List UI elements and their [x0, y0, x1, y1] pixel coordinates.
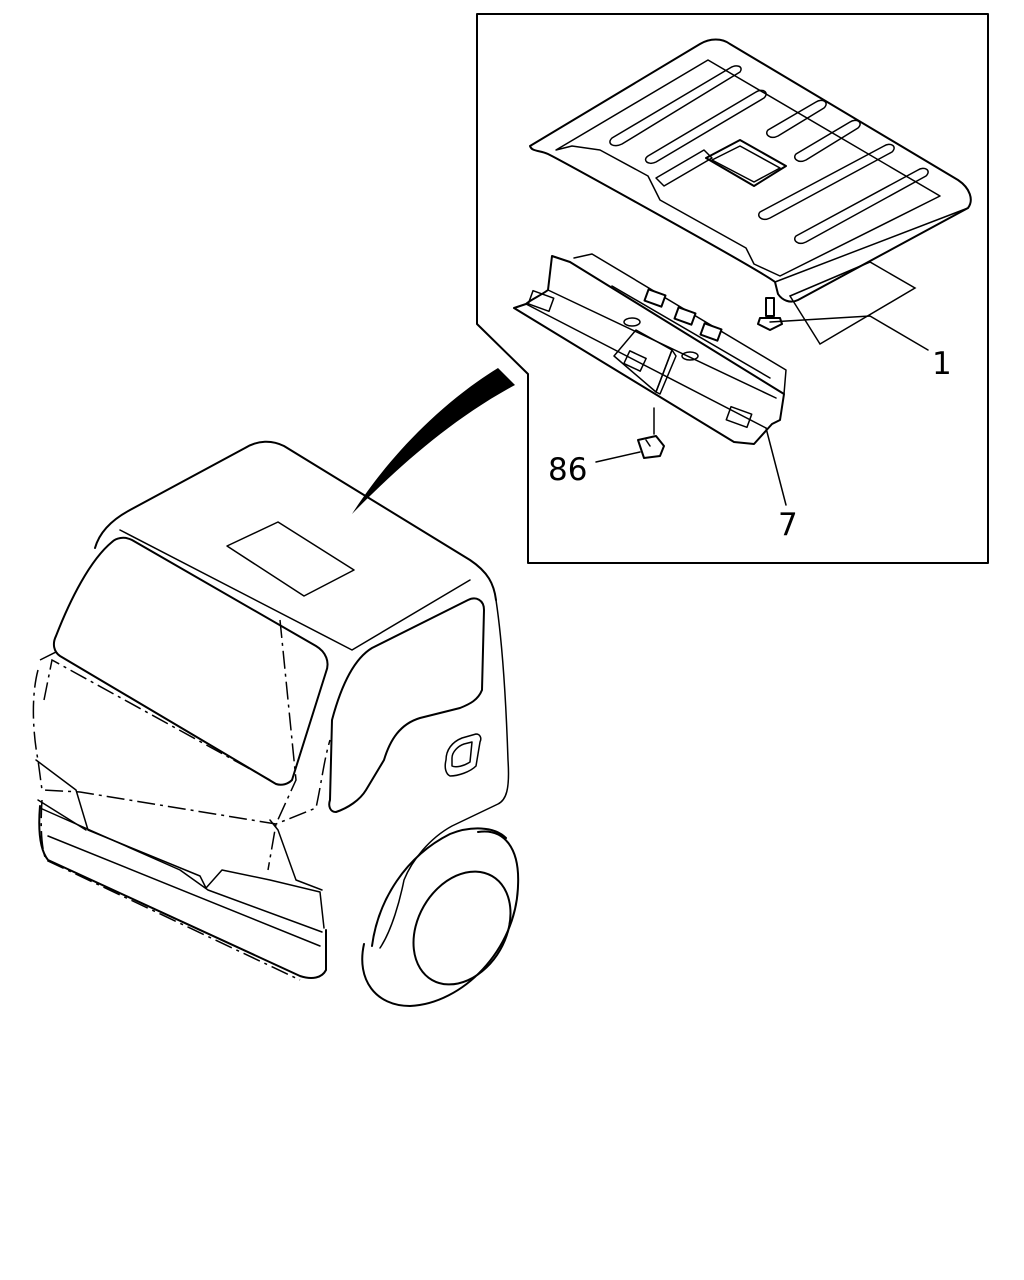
roof-lining-shadow [788, 261, 917, 346]
detail-pointer [352, 368, 515, 514]
side-window [328, 597, 485, 813]
leader-7 [765, 427, 787, 506]
tire [361, 830, 520, 1007]
door-handle [444, 733, 482, 777]
callout-1: 1 [932, 346, 952, 382]
roof-lining-inner-border [555, 59, 941, 277]
roof-lining-light-opening [705, 139, 787, 187]
roof-lining-ribs [609, 65, 929, 245]
front-lining-panel [513, 253, 787, 445]
roof-lining-panel [529, 38, 972, 346]
callout-7: 7 [778, 507, 798, 543]
detail-frame [476, 13, 989, 564]
leader-86 [595, 451, 641, 463]
clip [637, 407, 665, 459]
truck-cab [32, 440, 520, 1007]
cab-roof-area [226, 521, 355, 597]
callout-86: 86 [548, 452, 587, 488]
leader-1 [769, 315, 929, 351]
roof-lining-front-lip [547, 153, 969, 283]
windshield [52, 536, 329, 786]
wheel [412, 870, 512, 986]
bolt [757, 297, 783, 331]
wheel-arch [371, 827, 507, 947]
front-lining-switch-recess [613, 329, 673, 393]
cab-roof-outline [94, 440, 497, 601]
bumper [38, 805, 327, 979]
front-lining-tabs [643, 288, 723, 342]
roof-lining-outline [529, 38, 972, 303]
